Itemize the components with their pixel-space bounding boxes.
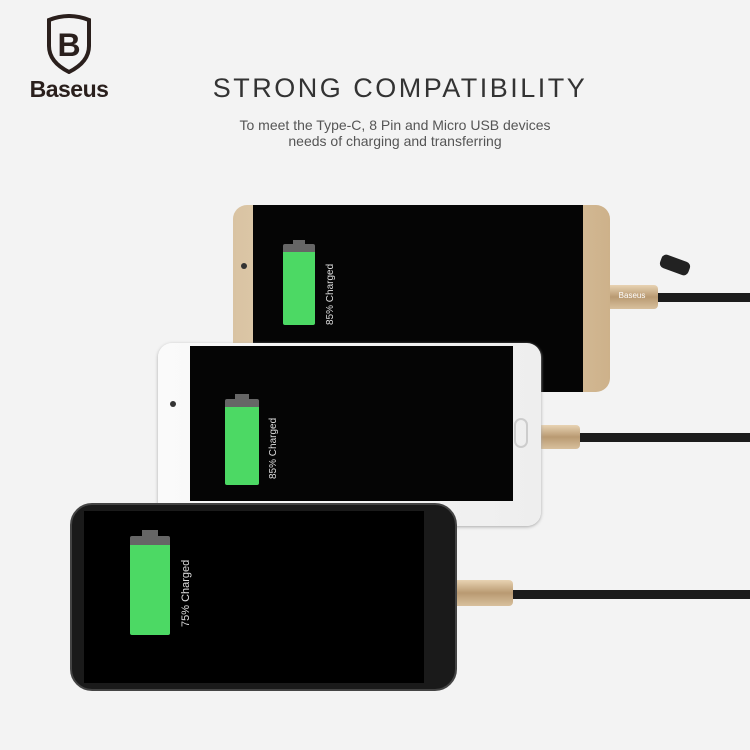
connector-3 — [453, 580, 513, 606]
svg-text:B: B — [57, 27, 80, 63]
cable-3 — [505, 590, 750, 599]
cable-2 — [570, 433, 750, 442]
battery-label: 75% Charged — [180, 559, 192, 627]
battery-icon — [130, 530, 170, 635]
subtitle: To meet the Type-C, 8 Pin and Micro USB … — [200, 117, 590, 149]
shield-logo-icon: B — [47, 14, 91, 74]
phone-white: 85% Charged — [158, 343, 541, 526]
battery-icon — [283, 239, 315, 325]
home-button — [514, 418, 528, 448]
page-title: STRONG COMPATIBILITY — [212, 73, 588, 103]
phone-black: 75% Charged — [70, 503, 457, 691]
connector-2 — [538, 425, 580, 449]
battery-label: 85% Charged — [268, 417, 279, 479]
adapter-head-1 — [658, 253, 692, 277]
battery-label: 85% Charged — [325, 263, 336, 325]
battery-icon — [225, 393, 259, 485]
camera-icon — [241, 263, 247, 269]
baseus-logo: B Baseus — [28, 14, 110, 103]
cable-1 — [640, 293, 750, 302]
subtitle-line-1: To meet the Type-C, 8 Pin and Micro USB … — [239, 117, 551, 133]
connector-1: Baseus — [606, 285, 658, 309]
subtitle-line-2: needs of charging and transferring — [288, 133, 502, 149]
camera-icon — [170, 401, 176, 407]
brand-name: Baseus — [29, 76, 109, 102]
